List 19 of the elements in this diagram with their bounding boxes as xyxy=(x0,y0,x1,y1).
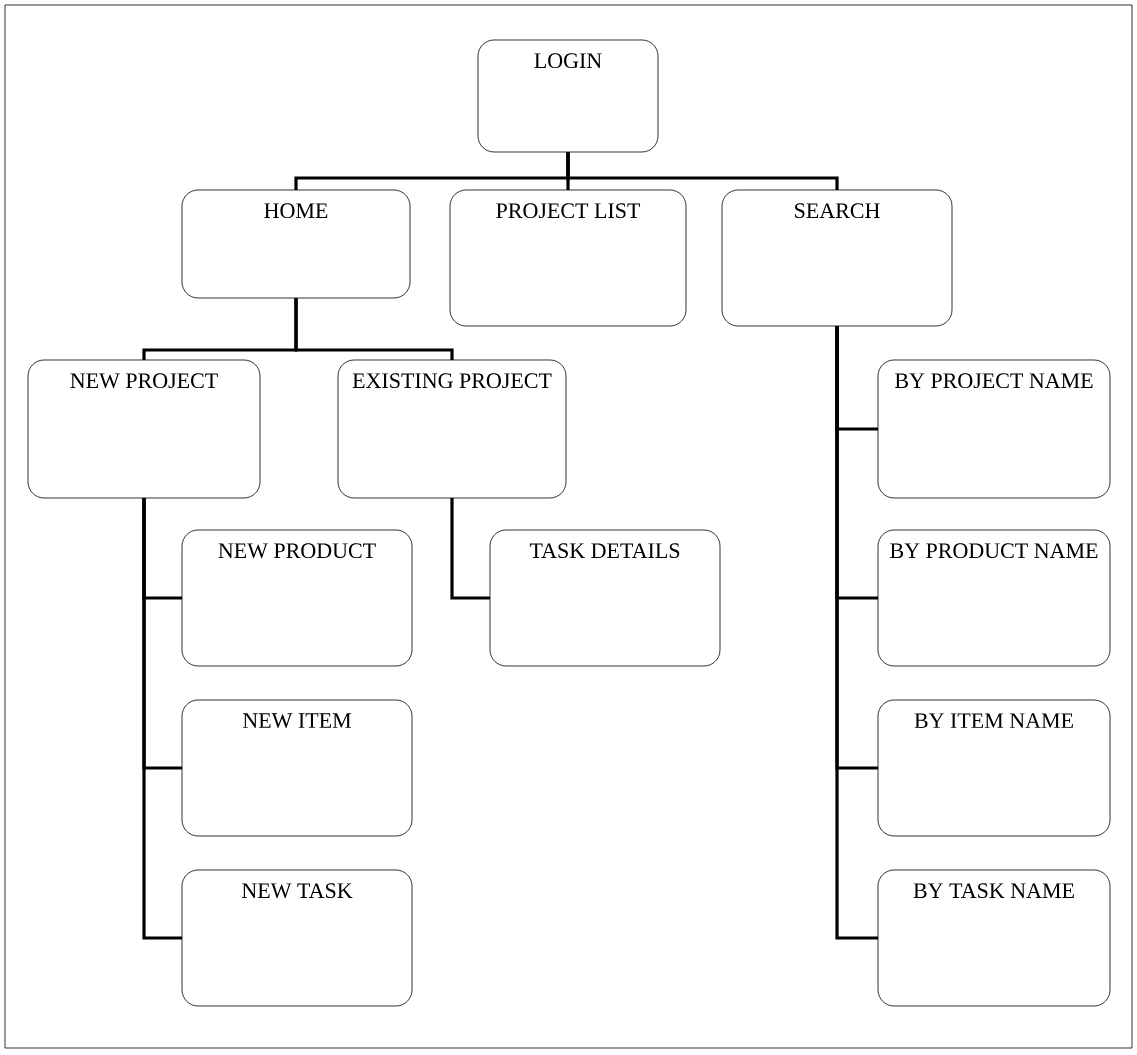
connector-line xyxy=(450,498,490,600)
page-box: SEARCH xyxy=(721,189,953,327)
page-box: BY TASK NAME xyxy=(877,869,1111,1007)
page-box: BY PRODUCT NAME xyxy=(877,529,1111,667)
page-box: EXISTING PROJECT xyxy=(337,359,567,499)
page-box: NEW PRODUCT xyxy=(181,529,413,667)
page-box: TASK DETAILS xyxy=(489,529,721,667)
connector-line xyxy=(142,498,182,940)
connector-line xyxy=(566,152,839,190)
page-box: BY ITEM NAME xyxy=(877,699,1111,837)
page-box: BY PROJECT NAME xyxy=(877,359,1111,499)
connector-line xyxy=(835,326,878,940)
page-box: PROJECT LIST xyxy=(449,189,687,327)
page-box: NEW ITEM xyxy=(181,699,413,837)
connector-line xyxy=(294,298,454,360)
page-box: NEW TASK xyxy=(181,869,413,1007)
page-box: LOGIN xyxy=(477,39,659,153)
page-box: NEW PROJECT xyxy=(27,359,261,499)
page-box: HOME xyxy=(181,189,411,299)
